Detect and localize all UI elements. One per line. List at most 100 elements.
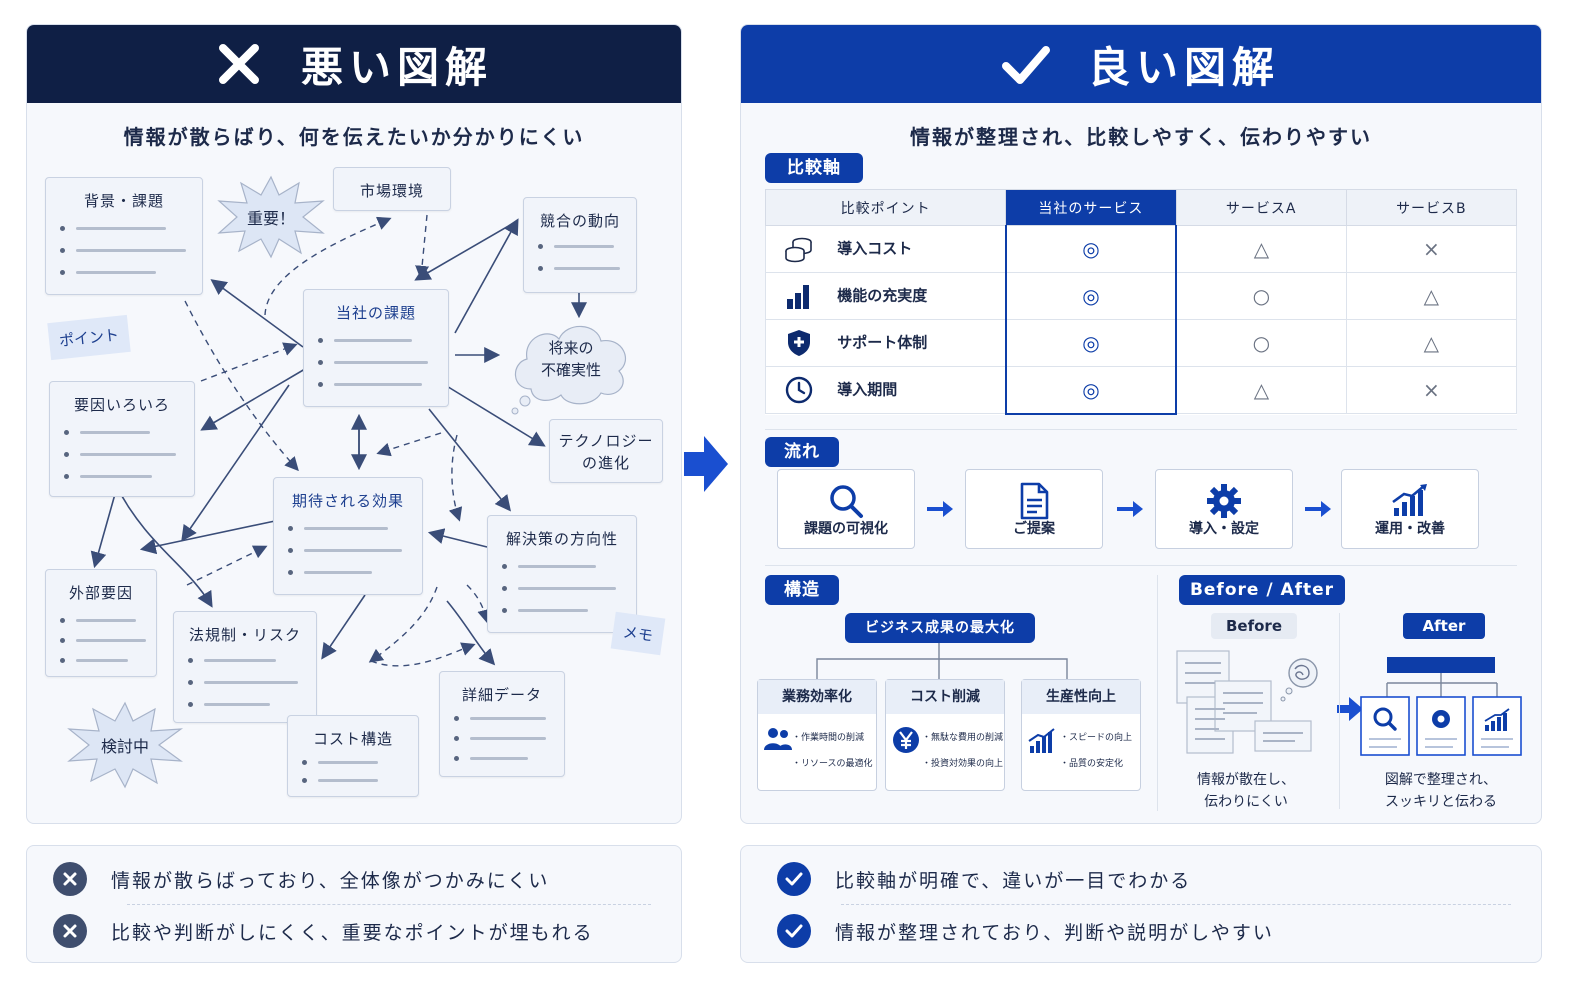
- transition-arrow-icon: [684, 436, 728, 492]
- card-title: 競合の動向: [539, 212, 620, 230]
- card-background-issue: 背景・課題: [45, 177, 203, 295]
- messy-arrows: [90, 214, 587, 667]
- cross-icon: [218, 44, 259, 84]
- rating-mark: △: [1253, 378, 1270, 402]
- table-row: 導入コスト ◎ △ ×: [764, 225, 1518, 273]
- flow-step-operate: 運用・改善: [1341, 469, 1479, 549]
- point-name: 導入期間: [837, 380, 898, 399]
- before-to-after-arrow-icon: [1337, 697, 1363, 721]
- good-summary-item: 情報が整理されており、判断や説明がしやすい: [777, 906, 1515, 956]
- card-title: 背景・課題: [83, 192, 164, 210]
- card-market: 市場環境: [333, 167, 451, 211]
- card-solution: 解決策の方向性: [487, 515, 637, 633]
- burst-important-label: 重要！: [246, 209, 295, 228]
- structure-node-efficiency: 業務効率化 ・作業時間の削減 ・リソースの最適化: [757, 679, 877, 791]
- card-title: テクノロジー の進化: [558, 432, 654, 472]
- summary-text: 比較や判断がしにくく、重要なポイントが埋もれる: [111, 921, 594, 944]
- table-row: 導入期間 ◎ △ ×: [764, 366, 1518, 415]
- cross-circle-icon: [53, 914, 87, 948]
- card-regulation: 法規制・リスク: [173, 611, 317, 723]
- after-label: After: [1403, 613, 1485, 639]
- search-icon: [830, 485, 863, 518]
- rating-mark: △: [1423, 284, 1440, 308]
- card-our-issue: 当社の課題: [303, 289, 449, 407]
- after-caption: 図解で整理され、 スッキリと伝わる: [1361, 769, 1521, 813]
- caption-line: 情報が散在し、: [1197, 772, 1295, 788]
- growth-chart-icon: [1028, 728, 1055, 753]
- card-title: 外部要因: [68, 584, 133, 602]
- shield-icon: [788, 330, 810, 356]
- point-name: サポート体制: [837, 333, 928, 352]
- caption-line: 図解で整理され、: [1384, 772, 1498, 788]
- rating-mark: ◎: [1082, 284, 1100, 308]
- flow-step-label: 運用・改善: [1375, 521, 1445, 537]
- cloud-uncertainty-label: 将来の 不確実性: [540, 339, 601, 379]
- yen-icon: [893, 727, 919, 753]
- bad-summary-item: 比較や判断がしにくく、重要なポイントが埋もれる: [53, 906, 655, 956]
- growth-chart-icon: [1392, 484, 1427, 516]
- vertical-divider: [1339, 613, 1340, 809]
- bad-panel-title: 悪い図解: [300, 42, 493, 92]
- burst-reviewing-label: 検討中: [100, 737, 149, 756]
- good-diagram-panel: 良い図解 情報が整理され、比較しやすく、伝わりやすい 比較軸 比較ポイント 当社…: [740, 24, 1542, 824]
- point-name: 機能の充実度: [837, 286, 928, 305]
- flow-step-label: 導入・設定: [1189, 521, 1259, 537]
- card-title: 要因いろいろ: [73, 396, 170, 414]
- card-title: 市場環境: [359, 182, 424, 200]
- rating-mark: ○: [1252, 331, 1271, 355]
- divider: [765, 429, 1517, 430]
- comparison-table: 比較ポイント 当社のサービス サービスA サービスB 導入コスト ◎ △ × 機…: [764, 189, 1518, 415]
- before-label: Before: [1211, 613, 1297, 639]
- flow-arrow-icon: [1305, 501, 1331, 517]
- card-external: 外部要因: [45, 569, 157, 677]
- col-header: サービスA: [1175, 189, 1347, 226]
- bad-panel-header: 悪い図解: [27, 25, 681, 103]
- gear-icon: [1207, 484, 1241, 518]
- card-title: 期待される効果: [291, 492, 404, 510]
- structure-label: 構造: [765, 575, 839, 605]
- card-title: 解決策の方向性: [505, 530, 618, 548]
- flow-step-label: 課題の可視化: [804, 521, 888, 537]
- node-item: ・リソースの最適化: [792, 759, 873, 769]
- node-title: コスト削減: [886, 680, 1004, 714]
- card-title: コスト構造: [312, 730, 393, 748]
- rating-mark: ×: [1422, 378, 1440, 402]
- structure-top-node: ビジネス成果の最大化: [845, 613, 1035, 643]
- clock-icon: [785, 376, 813, 404]
- structure-node-productivity: 生産性向上 ・スピードの向上 ・品質の安定化: [1021, 679, 1141, 791]
- rating-mark: △: [1423, 331, 1440, 355]
- check-circle-icon: [777, 914, 811, 948]
- node-title: 業務効率化: [758, 680, 876, 714]
- node-item: ・作業時間の削減: [792, 733, 865, 743]
- caption-line: 伝わりにくい: [1204, 794, 1288, 810]
- structure-node-cost-reduction: コスト削減 ・無駄な費用の削減 ・投資対効果の向上: [885, 679, 1005, 791]
- flow-step-label: ご提案: [1013, 521, 1055, 537]
- flow-step-proposal: ご提案: [965, 469, 1103, 549]
- bad-subtitle: 情報が散らばり、何を伝えたいか分かりにくい: [123, 125, 585, 149]
- comparison-axis-label: 比較軸: [765, 153, 863, 183]
- flow-step-visualize: 課題の可視化: [777, 469, 915, 549]
- node-item: ・スピードの向上: [1060, 733, 1133, 743]
- rating-mark: ◎: [1082, 237, 1100, 261]
- before-caption: 情報が散在し、 伝わりにくい: [1179, 769, 1313, 813]
- flow-label: 流れ: [765, 437, 839, 467]
- bad-diagram-panel: 悪い図解 情報が散らばり、何を伝えたいか分かりにくい: [26, 24, 682, 824]
- rating-mark: ○: [1252, 284, 1271, 308]
- node-item: ・品質の安定化: [1060, 759, 1124, 769]
- col-header: サービスB: [1345, 189, 1518, 226]
- vertical-divider: [1157, 575, 1158, 811]
- node-title: 生産性向上: [1022, 680, 1140, 714]
- flow-arrow-icon: [927, 501, 953, 517]
- before-scattered-docs: [1176, 650, 1318, 754]
- good-panel-header: 良い図解: [741, 25, 1541, 103]
- cross-circle-icon: [53, 862, 87, 896]
- card-competition: 競合の動向: [523, 197, 637, 293]
- summary-text: 比較軸が明確で、違いが一目でわかる: [835, 869, 1192, 892]
- node-item: ・無駄な費用の削減: [922, 733, 1004, 743]
- divider: [765, 565, 1517, 566]
- burst-reviewing-icon: [67, 701, 184, 789]
- after-organized-diagram: [1360, 657, 1522, 756]
- rating-mark: ◎: [1082, 377, 1100, 402]
- rating-mark: ×: [1422, 237, 1440, 261]
- good-summary: 比較軸が明確で、違いが一目でわかる 情報が整理されており、判断や説明がしやすい: [740, 845, 1542, 963]
